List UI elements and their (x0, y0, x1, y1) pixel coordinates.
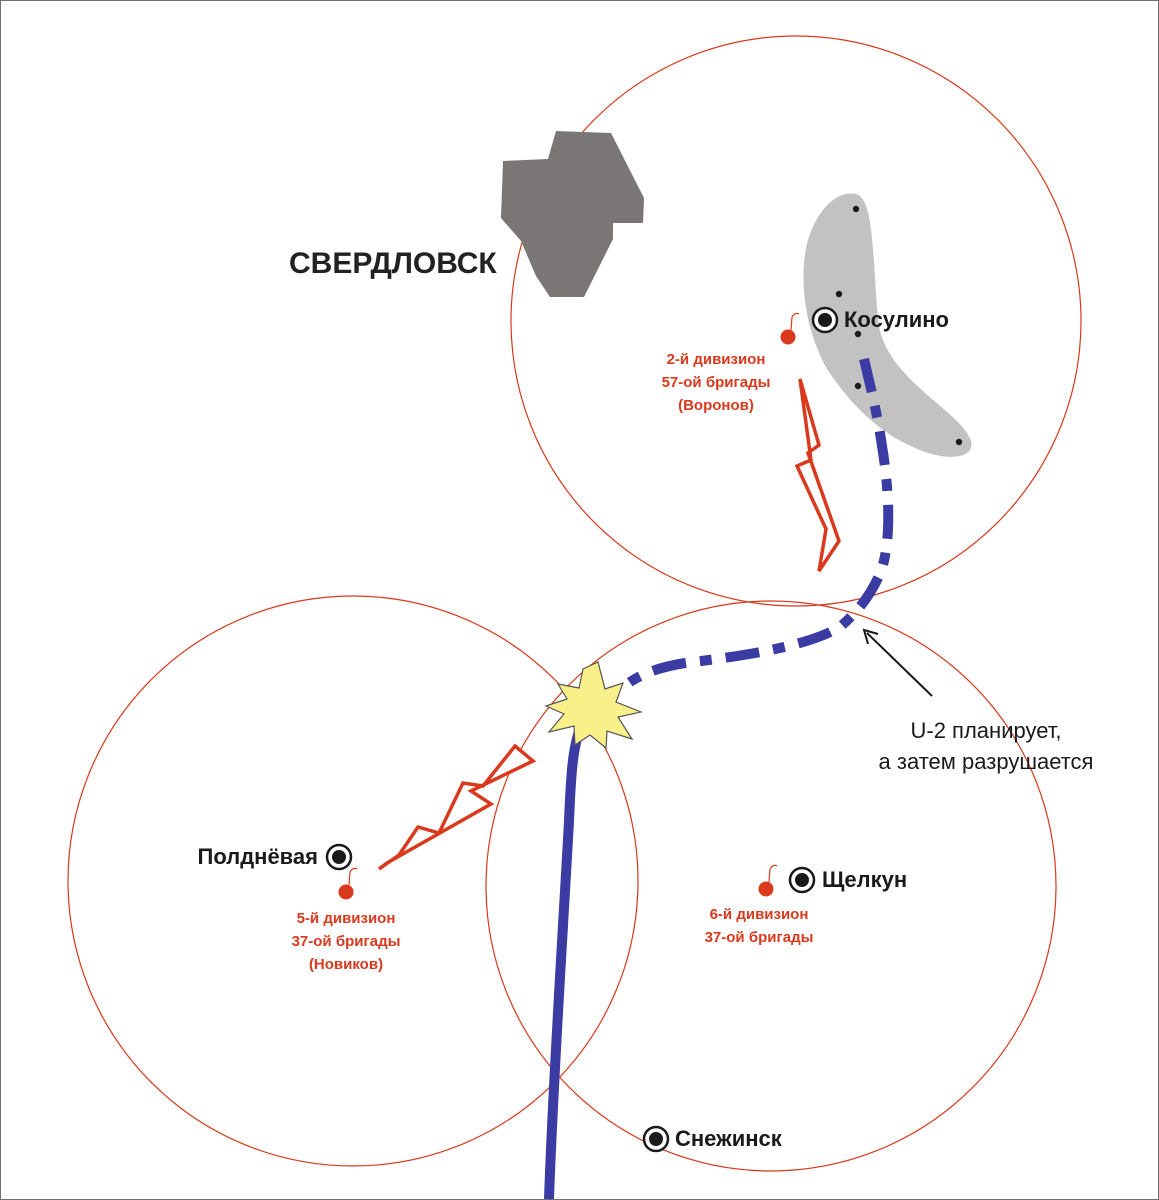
place-label-snezhinsk: Снежинск (675, 1126, 783, 1151)
city-label-sverdlovsk: СВЕРДЛОВСК (289, 247, 497, 280)
range-circle-kosulino (510, 35, 1082, 607)
svg-text:2-й дивизион: 2-й дивизион (667, 351, 766, 368)
settlement-marker-snezhinsk (642, 1125, 670, 1153)
airfield-markers (835, 205, 963, 446)
missile-strike-poldnevaya (377, 743, 537, 871)
svg-text:6-й дивизион: 6-й дивизион (710, 906, 809, 923)
flight-path-inbound (544, 724, 586, 1199)
unit-label-poldnevaya: 5-й дивизион 37-ой бригады (Новиков) (292, 910, 401, 973)
svg-text:а затем разрушается: а затем разрушается (879, 749, 1094, 774)
unit-label-shchelkun: 6-й дивизион 37-ой бригады (705, 906, 814, 946)
svg-text:37-ой бригады: 37-ой бригады (705, 929, 814, 946)
settlement-marker-kosulino (811, 306, 839, 334)
range-circle-shchelkun (485, 600, 1057, 1172)
airfield-area (803, 193, 972, 457)
settlement-marker-shchelkun (788, 866, 816, 894)
annotation-u2-glide: U-2 планирует, а затем разрушается (879, 718, 1094, 774)
explosion-icon (544, 661, 644, 750)
annotation-arrow (866, 632, 933, 697)
settlement-marker-poldnevaya (325, 843, 353, 871)
radar-marker-shchelkun (758, 864, 778, 897)
sverdlovsk-city-area (501, 131, 644, 297)
place-label-shchelkun: Щелкун (822, 867, 907, 892)
svg-text:U-2 планирует,: U-2 планирует, (911, 718, 1062, 743)
svg-text:57-ой бригады: 57-ой бригады (662, 374, 771, 391)
place-label-poldnevaya: Полднёвая (198, 844, 318, 869)
range-circle-poldnevaya (67, 595, 639, 1167)
radar-marker-poldnevaya (338, 867, 358, 900)
missile-strike-kosulino (794, 378, 841, 572)
annotation-arrow-head (862, 628, 879, 645)
svg-text:(Новиков): (Новиков) (309, 956, 383, 973)
radar-marker-kosulino (780, 312, 800, 345)
flight-path-glide (617, 357, 894, 693)
svg-text:5-й дивизион: 5-й дивизион (297, 910, 396, 927)
unit-label-kosulino: 2-й дивизион 57-ой бригады (Воронов) (662, 351, 771, 414)
place-label-kosulino: Косулино (844, 307, 949, 332)
svg-text:(Воронов): (Воронов) (678, 397, 754, 414)
svg-text:37-ой бригады: 37-ой бригады (292, 933, 401, 950)
